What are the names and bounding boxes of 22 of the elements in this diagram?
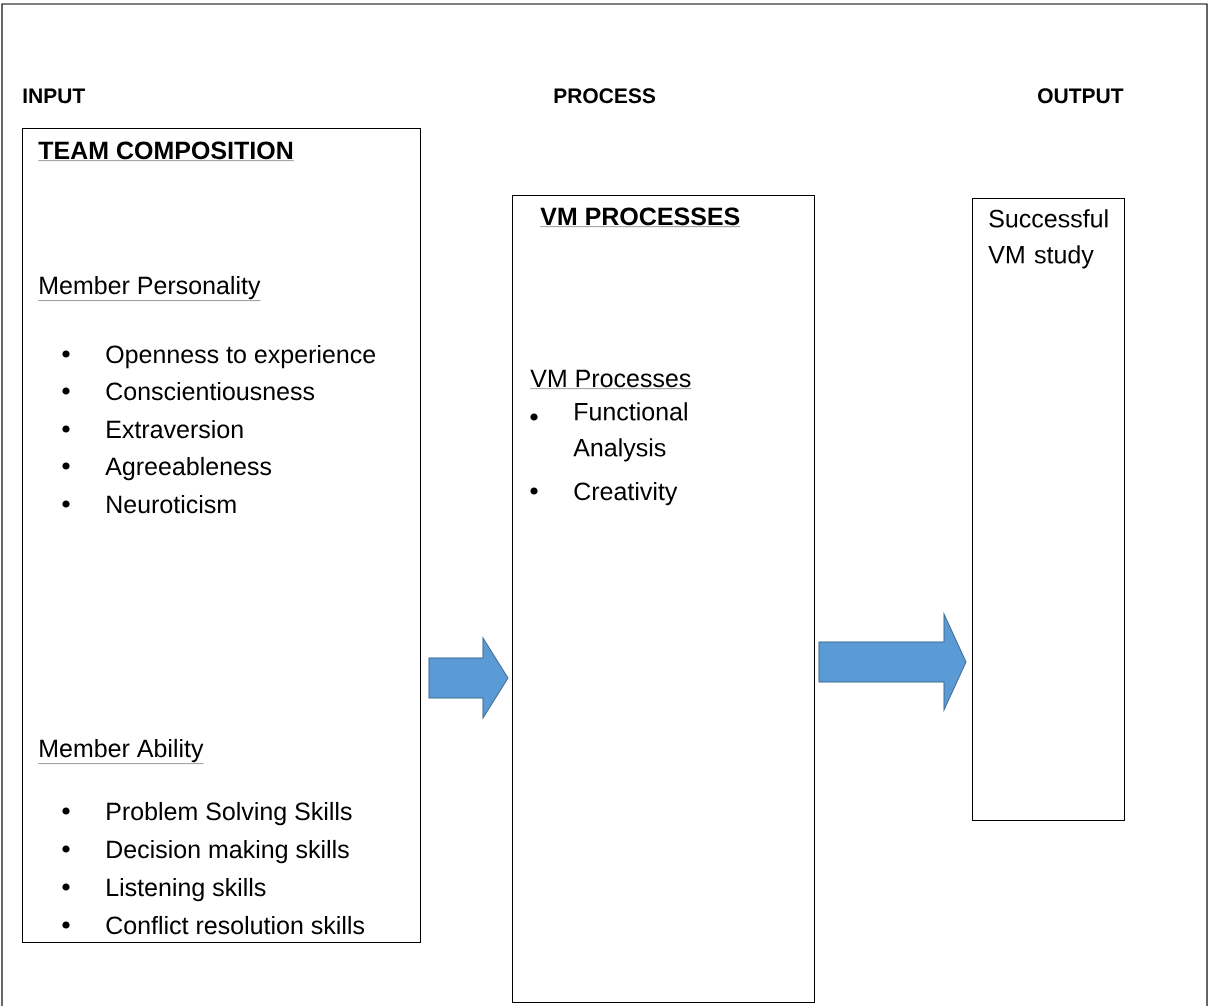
list-item: Creativity [530,481,678,506]
list-item: Decision making skills [62,839,349,864]
subheading-text: Member Personality [38,275,261,301]
subheading-text: VM Processes [530,369,692,389]
list-item: Problem Solving Skills [62,801,352,826]
list-item: Extraversion [62,419,243,439]
body-text: Successful VM study [988,209,1108,269]
list-item: Conscientiousness [62,381,315,401]
block-arrow [428,637,509,719]
list-item: Neuroticism [62,494,236,514]
column-heading: INPUT [23,88,85,104]
list-item: Agreeableness [62,456,272,481]
block-arrow [818,613,967,711]
column-heading: PROCESS [554,88,656,104]
list-item: Functional Analysis [530,402,687,462]
subheading-text: Member Ability [38,738,204,764]
heading-text: TEAM COMPOSITION [38,141,294,161]
list-item: Listening skills [62,877,266,902]
list-item: Openness to experience [62,344,376,369]
column-heading: OUTPUT [1038,88,1124,104]
heading-text: VM PROCESSES [540,207,741,227]
list-item: Conflict resolution skills [62,915,365,935]
